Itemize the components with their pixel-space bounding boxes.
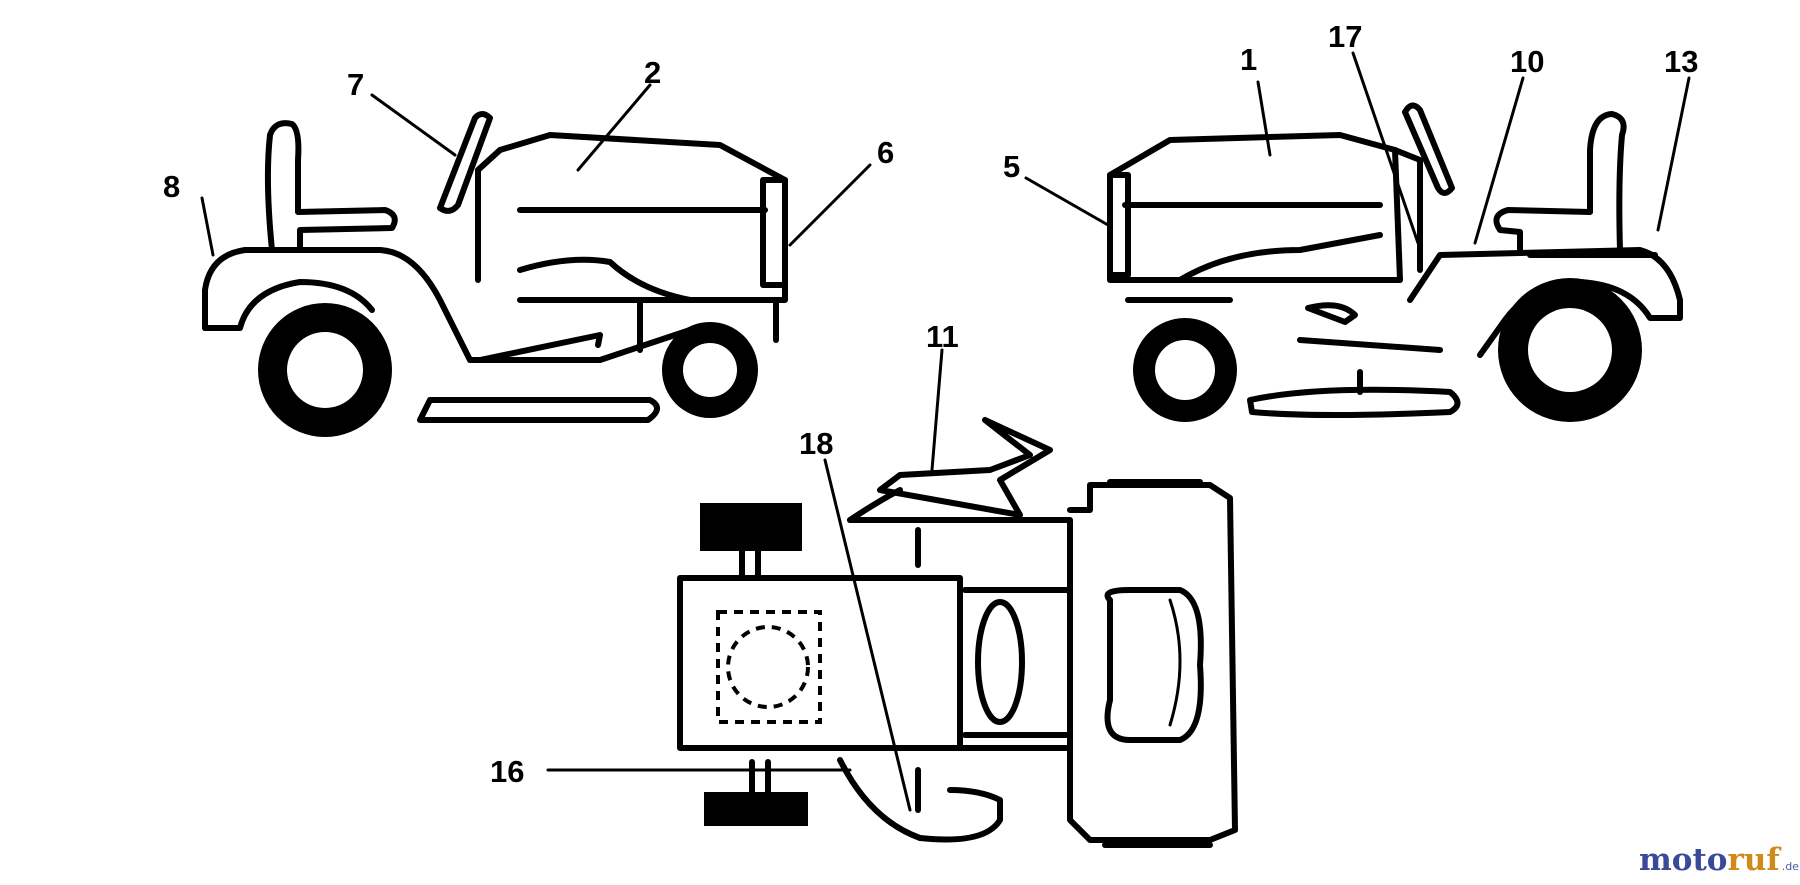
watermark-ruf: ruf bbox=[1727, 842, 1781, 878]
tractor-left-side-view bbox=[202, 111, 788, 437]
callout-17: 17 bbox=[1328, 19, 1362, 54]
watermark-moto: moto bbox=[1639, 842, 1727, 878]
callout-1: 1 bbox=[1240, 42, 1257, 77]
callout-8: 8 bbox=[163, 169, 180, 204]
tractor-top-view bbox=[677, 417, 1238, 848]
callout-11: 11 bbox=[926, 319, 959, 354]
svg-text:motoruf.de: motoruf.de bbox=[1639, 842, 1799, 878]
watermark-tld: .de bbox=[1782, 860, 1799, 873]
callout-numbers: 8 7 2 6 5 1 17 10 13 11 18 16 bbox=[163, 19, 1698, 789]
callout-16: 16 bbox=[490, 754, 524, 789]
callout-10: 10 bbox=[1510, 44, 1544, 79]
callout-2: 2 bbox=[644, 55, 661, 90]
tractor-right-side-view bbox=[1107, 102, 1683, 422]
motoruf-watermark: motoruf.de bbox=[1639, 842, 1799, 878]
callout-18: 18 bbox=[799, 426, 833, 461]
leader-lines bbox=[200, 51, 1691, 812]
callout-5: 5 bbox=[1003, 149, 1020, 184]
callout-6: 6 bbox=[877, 135, 894, 170]
callout-7: 7 bbox=[347, 67, 364, 102]
callout-13: 13 bbox=[1664, 44, 1698, 79]
